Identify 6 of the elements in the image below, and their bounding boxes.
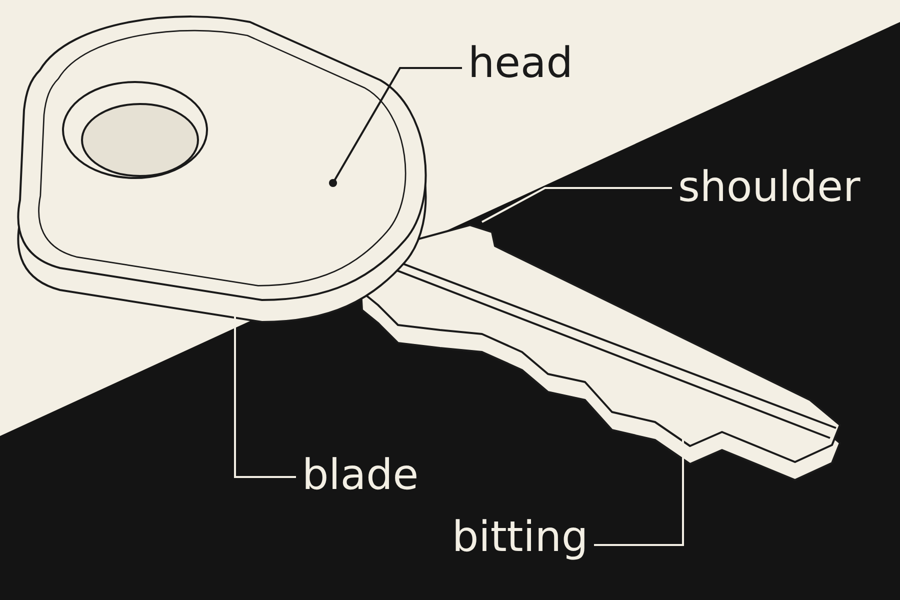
leader-line bbox=[482, 187, 672, 223]
part-label: head bbox=[468, 40, 573, 86]
leader-line bbox=[328, 67, 462, 188]
part-label: bitting bbox=[452, 514, 588, 560]
part-label: blade bbox=[302, 452, 419, 498]
part-label: shoulder bbox=[678, 164, 860, 210]
